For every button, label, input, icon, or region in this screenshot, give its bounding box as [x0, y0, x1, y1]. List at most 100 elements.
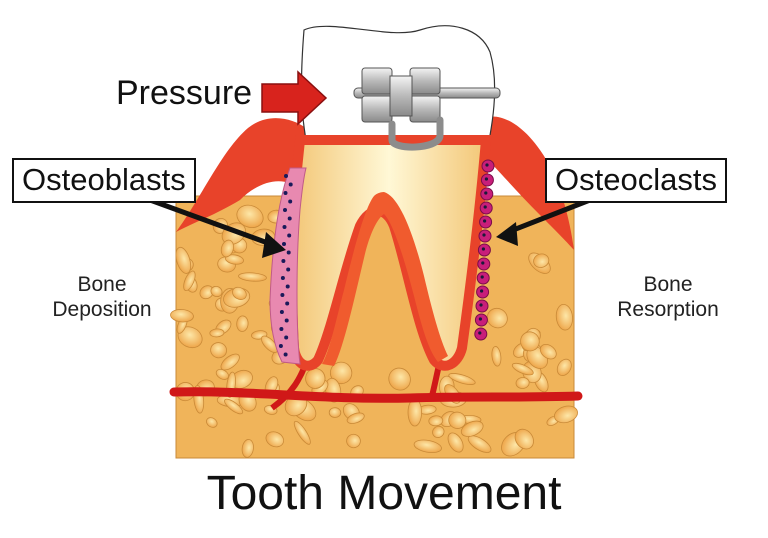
osteoblast-cell	[285, 301, 290, 306]
osteoclasts-label: Osteoclasts	[545, 158, 727, 203]
diagram-title: Tooth Movement	[206, 467, 562, 520]
osteoblast-cell	[280, 276, 285, 280]
bone-cell	[305, 368, 326, 389]
bone-cell	[206, 417, 218, 428]
bone-cell	[175, 246, 192, 274]
osteoblasts-label: Osteoblasts	[12, 158, 196, 203]
bone-resorption-line1: Bone	[643, 273, 693, 296]
bone-cell	[554, 405, 578, 424]
osteoclast-nucleus	[483, 219, 487, 223]
osteoblast-cell	[281, 259, 286, 263]
osteoclast-nucleus	[482, 233, 486, 237]
osteoblast-cell	[283, 352, 288, 357]
bone-cell	[241, 439, 254, 458]
osteoblast-cell	[279, 327, 284, 331]
bone-cell	[520, 331, 540, 352]
bone-cell	[467, 435, 492, 453]
osteoblast-cell	[288, 199, 293, 204]
bone-cell	[328, 407, 342, 418]
osteoclast-nucleus	[479, 303, 483, 307]
osteoblast-cell	[287, 233, 292, 238]
osteoblast-cell	[280, 293, 285, 297]
osteoclast-nucleus	[478, 331, 482, 335]
bone-cell	[486, 307, 508, 329]
bone-cell	[388, 367, 411, 391]
bone-cell	[491, 346, 502, 367]
pressure-label: Pressure	[116, 74, 253, 112]
osteoblast-cells	[278, 174, 293, 357]
osteoblast-cell	[284, 174, 288, 178]
bone-resorption-line2: Resorption	[617, 298, 719, 321]
bone-deposition-line2: Deposition	[52, 298, 152, 321]
osteoblast-cell	[283, 191, 288, 195]
osteoblast-cell	[286, 250, 291, 255]
bone-cell	[556, 358, 572, 376]
bone-cell	[533, 253, 550, 268]
bone-cell	[261, 335, 278, 353]
osteoblast-cell	[285, 284, 290, 289]
bone-cell	[238, 272, 267, 282]
bone-deposition-line1: Bone	[77, 273, 127, 296]
bone-cell	[413, 439, 442, 453]
bone-cell	[220, 239, 234, 258]
bone-cell	[460, 420, 484, 437]
pressure-arrow	[261, 70, 328, 126]
osteoclast-nucleus	[480, 275, 484, 279]
bone-cell	[209, 328, 225, 338]
bone-cell	[407, 398, 422, 427]
bone-cell	[215, 368, 229, 380]
osteoclast-nucleus	[484, 191, 488, 195]
bone-cell	[511, 362, 534, 376]
osteoclast-nucleus	[485, 163, 489, 167]
bone-cell	[432, 425, 445, 438]
osteoclasts-pointer-arrow	[496, 197, 591, 246]
osteoclast-nucleus	[481, 247, 485, 251]
osteoblast-cell	[286, 267, 291, 272]
bone-cell	[236, 315, 249, 332]
osteoblast-cell	[282, 242, 286, 246]
bone-cell	[428, 415, 444, 427]
bone-cell	[210, 285, 223, 298]
osteoblast-cell	[284, 318, 289, 323]
osteoclast-nucleus	[480, 289, 484, 293]
osteoclast-nucleus	[484, 177, 488, 181]
bone-cell	[265, 431, 285, 448]
bone-cell	[236, 204, 264, 229]
bone-cell	[514, 428, 534, 450]
blood-vessel	[169, 387, 583, 403]
osteoclast-nucleus	[478, 317, 482, 321]
bone-cell	[515, 377, 530, 389]
osteoclast-cells	[474, 159, 495, 341]
osteoblasts-pointer-arrow	[149, 197, 286, 258]
osteoblast-cell	[279, 310, 284, 314]
osteoblast-cell	[287, 216, 292, 221]
bone-cell	[448, 411, 467, 429]
bone-cell	[210, 342, 227, 359]
osteoblast-cell	[284, 335, 289, 340]
bone-cell	[448, 373, 476, 385]
bone-deposition-caption: Bone Deposition	[22, 272, 182, 322]
bone-resorption-caption: Bone Resorption	[588, 272, 748, 322]
bone-cell	[225, 254, 244, 265]
bone-cell	[447, 432, 464, 453]
osteoclast-nucleus	[483, 205, 487, 209]
bone-cell	[183, 270, 196, 292]
bone-cell	[293, 420, 311, 445]
bone-cell	[224, 398, 244, 415]
bone-cell	[346, 433, 361, 449]
bone-cell	[539, 343, 557, 360]
osteoblast-cell	[282, 225, 287, 229]
bone-cell	[555, 303, 573, 331]
bone-cells	[170, 204, 578, 458]
osteoblast-cell	[278, 344, 283, 348]
orthodontic-bracket	[353, 67, 501, 151]
osteoclast-nucleus	[481, 261, 485, 265]
bone-cell	[232, 286, 247, 300]
bone-cell	[220, 353, 240, 371]
bone-cell	[170, 309, 194, 323]
tooth-pulp	[322, 192, 448, 366]
bone-cell	[346, 412, 365, 424]
gum-left	[176, 118, 306, 232]
osteoblast-cell	[283, 208, 287, 212]
